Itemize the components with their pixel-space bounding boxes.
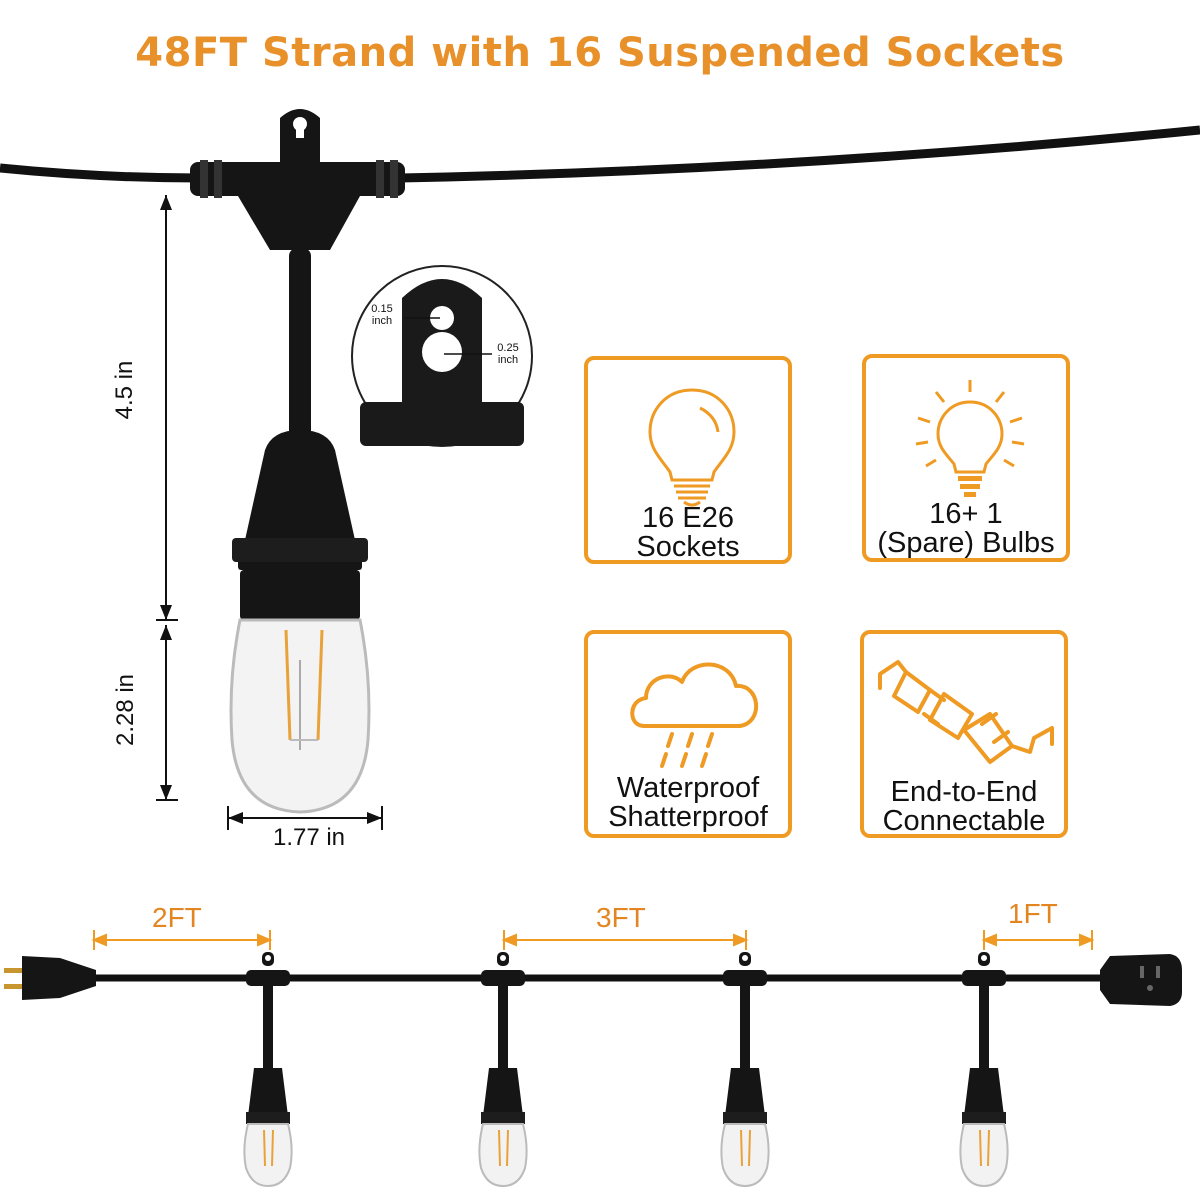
hole-small-label: 0.15 inch xyxy=(371,303,393,327)
hanging-socket xyxy=(243,952,293,1188)
spacing-between-label: 3FT xyxy=(596,902,646,933)
feature-card-sockets: 16 E26 Sockets xyxy=(584,356,792,564)
card-line1: 16 E26 xyxy=(642,502,734,534)
feature-card-connectable: End-to-End Connectable xyxy=(860,630,1068,838)
height-bulb-label: 2.28 in xyxy=(112,673,139,747)
spacing-first-label: 2FT xyxy=(152,902,202,933)
card-line1: 16+ 1 xyxy=(929,498,1003,530)
plug-connector-icon xyxy=(878,660,1054,764)
feature-card-waterproof: Waterproof Shatterproof xyxy=(584,630,792,838)
male-plug xyxy=(4,956,96,1000)
hanging-socket xyxy=(720,952,770,1188)
strand-overview xyxy=(4,930,1182,1188)
card-line1: End-to-End xyxy=(890,776,1038,808)
spacing-last-label: 1FT xyxy=(1008,898,1058,929)
socket-illustration xyxy=(0,109,1200,830)
hanging-socket xyxy=(959,952,1009,1188)
light-bulb-icon xyxy=(648,388,736,507)
page-title: 48FT Strand with 16 Suspended Sockets xyxy=(135,30,1065,76)
hole-large-label: 0.25 inch xyxy=(497,342,519,366)
card-line1: Waterproof xyxy=(616,772,760,804)
card-line2: Sockets xyxy=(636,531,740,563)
card-line2: (Spare) Bulbs xyxy=(877,527,1055,559)
glowing-bulb-icon xyxy=(915,380,1025,497)
female-plug xyxy=(1100,954,1182,1006)
width-bulb-label: 1.77 in xyxy=(272,824,346,851)
hanging-socket xyxy=(478,952,528,1188)
rain-cloud-icon xyxy=(630,662,758,768)
card-line2: Connectable xyxy=(882,805,1046,837)
feature-card-bulbs: 16+ 1 (Spare) Bulbs xyxy=(862,354,1070,562)
card-line2: Shatterproof xyxy=(608,801,768,833)
height-top-label: 4.5 in xyxy=(111,360,138,420)
